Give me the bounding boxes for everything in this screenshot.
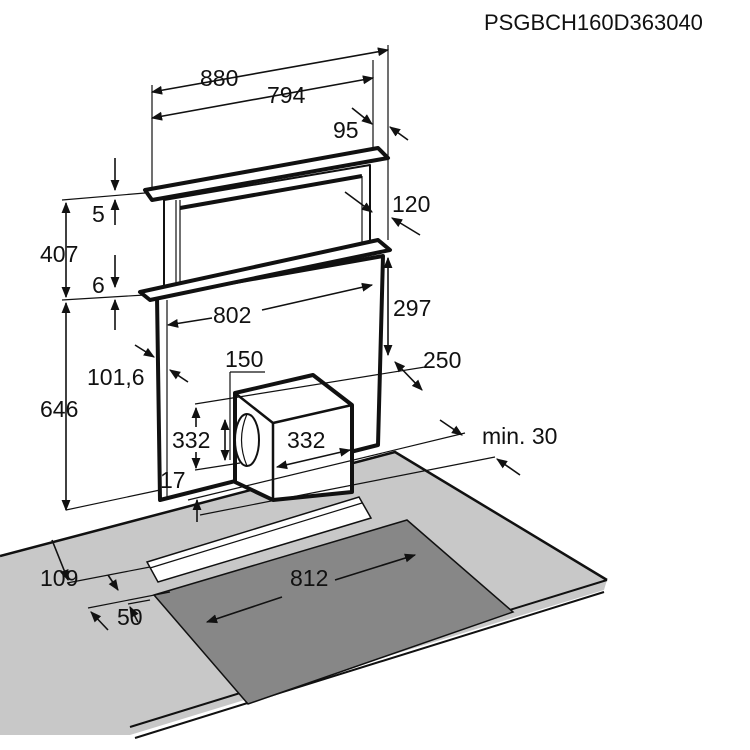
dim-body-depth: 101,6 xyxy=(87,364,145,390)
model-code: PSGBCH160D363040 xyxy=(484,10,703,35)
dim-top-bar-height: 5 xyxy=(92,201,105,227)
dim-top-depth: 95 xyxy=(333,117,359,143)
dim-upper-height: 407 xyxy=(40,241,78,267)
dim-min-clearance: min. 30 xyxy=(482,423,557,449)
dim-motor-offset: 250 xyxy=(423,347,461,373)
dim-side-depth: 120 xyxy=(392,191,430,217)
dim-body-height: 297 xyxy=(393,295,431,321)
dim-duct-diameter: 150 xyxy=(225,346,263,372)
dim-chimney-width: 794 xyxy=(267,82,306,108)
dim-hob-width: 812 xyxy=(290,565,328,591)
dim-slot-offset: 109 xyxy=(40,565,78,591)
dim-lower-bar-height: 6 xyxy=(92,272,105,298)
dim-motor-width: 332 xyxy=(287,427,325,453)
dim-base-height: 17 xyxy=(160,467,186,493)
cooktop xyxy=(152,519,515,705)
dim-total-height: 646 xyxy=(40,396,78,422)
dim-motor-height: 332 xyxy=(172,427,210,453)
hood-body xyxy=(138,146,392,502)
dimension-lines xyxy=(51,45,521,631)
dim-body-width: 802 xyxy=(213,302,251,328)
dim-total-width: 880 xyxy=(200,65,238,91)
duct-outlet xyxy=(234,413,260,467)
downdraft-slot xyxy=(145,496,373,583)
dim-hob-offset: 50 xyxy=(117,604,143,630)
